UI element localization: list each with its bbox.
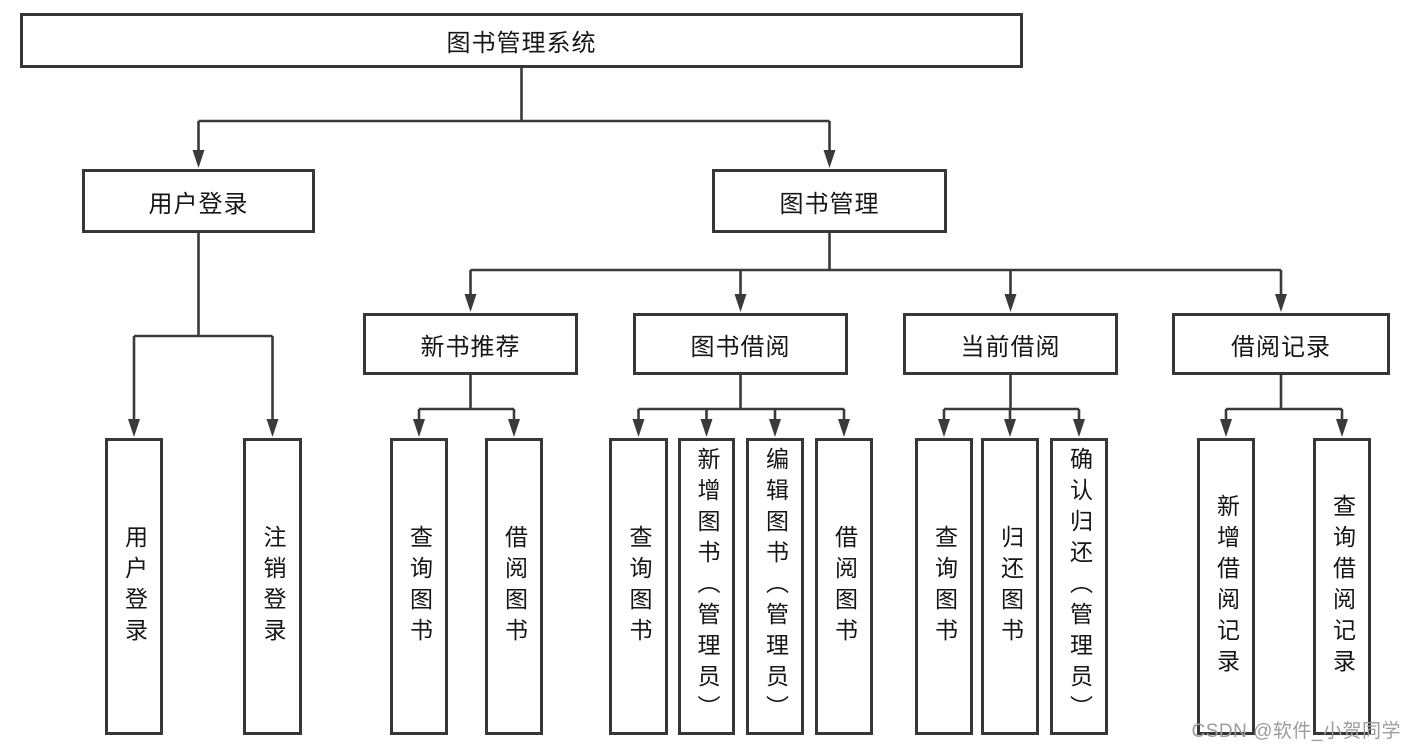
leaf-logout-label: 注销登录 [260, 524, 286, 649]
node-user-login: 用户登录 [82, 169, 315, 233]
node-book-management: 图书管理 [712, 169, 947, 233]
node-new-book-recommend: 新书推荐 [363, 313, 578, 375]
leaf-add-borrow-record: 新增借阅记录 [1197, 438, 1255, 735]
node-current-borrow-label: 当前借阅 [960, 333, 1061, 361]
leaf-borrow-books: 借阅图书 [815, 438, 873, 735]
node-borrow-records: 借阅记录 [1172, 313, 1390, 375]
node-book-management-label: 图书管理 [779, 190, 880, 218]
leaf-query-books-borrow-label: 查询图书 [626, 524, 652, 649]
node-book-borrow: 图书借阅 [633, 313, 848, 375]
leaf-add-books-admin: 新增图书（管理员） [678, 438, 735, 735]
leaf-query-borrow-record: 查询借阅记录 [1313, 438, 1371, 735]
node-root-label: 图书管理系统 [446, 30, 597, 57]
csdn-watermark: CSDN @软件_小贺同学 [1191, 721, 1401, 742]
leaf-logout: 注销登录 [243, 438, 302, 735]
node-current-borrow: 当前借阅 [903, 313, 1118, 375]
node-borrow-records-label: 借阅记录 [1231, 333, 1331, 361]
node-user-login-label: 用户登录 [148, 190, 249, 218]
leaf-user-login-label: 用户登录 [121, 524, 148, 649]
leaf-borrow-books-recommend: 借阅图书 [485, 438, 543, 735]
leaf-add-books-admin-label: 新增图书（管理员） [694, 447, 720, 726]
node-root: 图书管理系统 [20, 13, 1023, 68]
leaf-confirm-return-admin-label: 确认归还（管理员） [1066, 447, 1093, 726]
leaf-confirm-return-admin: 确认归还（管理员） [1050, 438, 1108, 735]
leaf-borrow-books-recommend-label: 借阅图书 [501, 524, 528, 649]
leaf-query-books-current: 查询图书 [915, 438, 973, 735]
leaf-borrow-books-label: 借阅图书 [831, 524, 858, 649]
leaf-return-books-label: 归还图书 [997, 524, 1024, 649]
leaf-query-books-recommend: 查询图书 [390, 438, 448, 735]
leaf-query-borrow-record-label: 查询借阅记录 [1329, 493, 1356, 680]
node-new-book-recommend-label: 新书推荐 [420, 333, 521, 361]
leaf-edit-books-admin-label: 编辑图书（管理员） [762, 447, 789, 726]
leaf-user-login: 用户登录 [105, 438, 163, 735]
leaf-return-books: 归还图书 [981, 438, 1039, 735]
leaf-query-books-borrow: 查询图书 [609, 438, 668, 735]
leaf-query-books-recommend-label: 查询图书 [406, 524, 433, 649]
node-book-borrow-label: 图书借阅 [690, 333, 791, 361]
leaf-add-borrow-record-label: 新增借阅记录 [1213, 493, 1240, 680]
leaf-edit-books-admin: 编辑图书（管理员） [746, 438, 804, 735]
leaf-query-books-current-label: 查询图书 [931, 524, 958, 649]
